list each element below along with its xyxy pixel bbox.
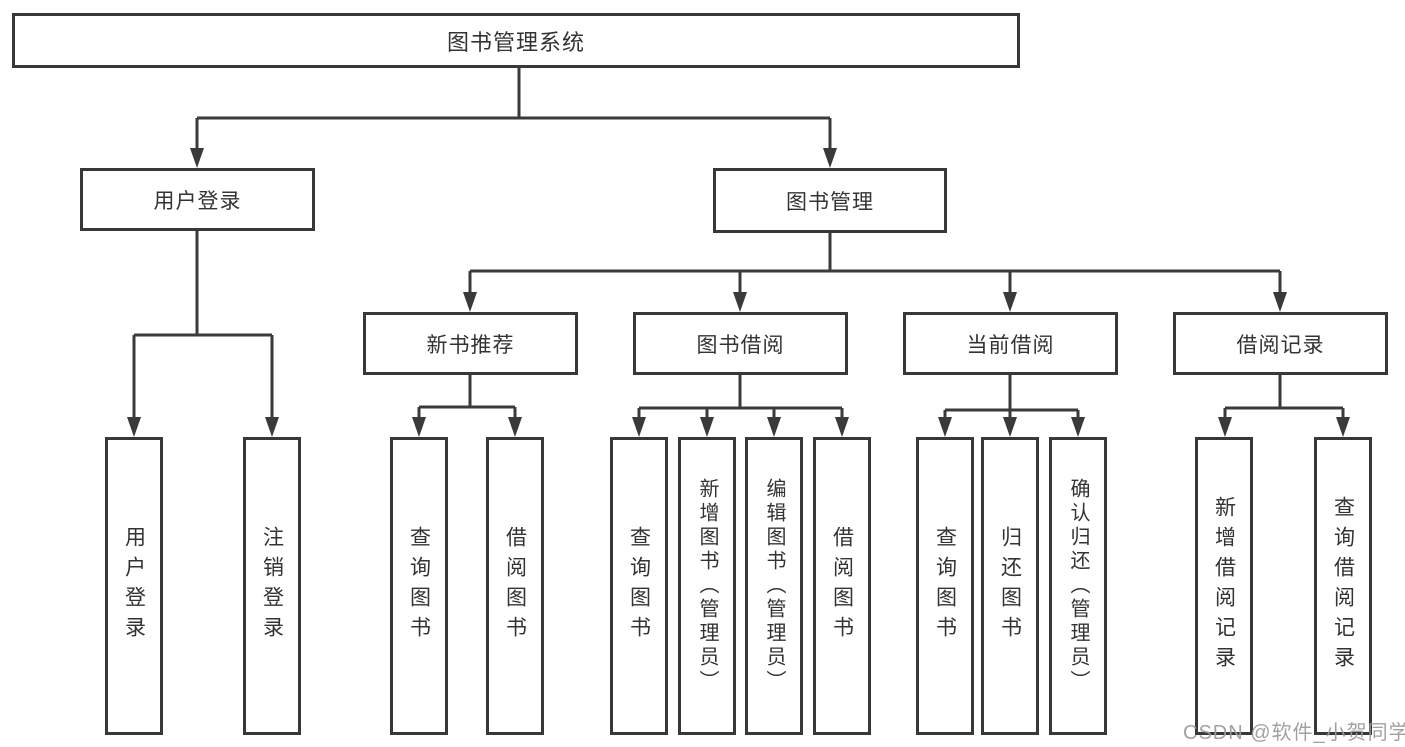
node-label: 查询图书 bbox=[407, 526, 431, 646]
leaf-br-add-record: 新增借阅记录 bbox=[1195, 437, 1253, 735]
node-label: 图书管理 bbox=[786, 190, 874, 214]
node-root: 图书管理系统 bbox=[12, 13, 1020, 68]
node-label: 查询图书 bbox=[933, 526, 957, 646]
leaf-cb-return-books: 归还图书 bbox=[981, 437, 1039, 735]
node-label: 图书管理系统 bbox=[446, 29, 585, 55]
node-label: 归还图书 bbox=[998, 526, 1022, 646]
connector-new-book-recommend-to-leaves bbox=[417, 375, 517, 423]
node-label: 借阅图书 bbox=[503, 526, 527, 646]
arrow-to-nbr-query bbox=[412, 417, 426, 437]
arrow-to-bb-query bbox=[632, 417, 646, 437]
arrow-to-leaf-user-login bbox=[127, 417, 141, 437]
arrow-to-br-add bbox=[1218, 417, 1232, 437]
node-label: 新增借阅记录 bbox=[1212, 496, 1236, 676]
node-label: 借阅记录 bbox=[1236, 333, 1325, 357]
node-label: 用户登录 bbox=[122, 526, 146, 646]
node-book-management: 图书管理 bbox=[713, 168, 947, 233]
arrow-to-bb-add bbox=[700, 417, 714, 437]
arrow-to-current-borrow bbox=[1003, 292, 1017, 312]
node-label: 用户登录 bbox=[153, 189, 242, 213]
node-label: 编辑图书（管理员） bbox=[763, 478, 785, 694]
connector-current-borrow-to-leaves bbox=[943, 375, 1080, 423]
node-user-login: 用户登录 bbox=[80, 168, 315, 231]
node-label: 查询图书 bbox=[627, 526, 651, 646]
connector-book-management-to-level3 bbox=[468, 233, 1282, 298]
arrow-to-book-management bbox=[823, 148, 837, 168]
arrow-to-cb-return bbox=[1003, 417, 1017, 437]
node-label: 图书借阅 bbox=[696, 333, 785, 357]
arrow-to-user-login bbox=[190, 148, 204, 168]
arrow-to-book-borrow bbox=[733, 292, 747, 312]
arrow-to-new-book-recommend bbox=[463, 292, 477, 312]
leaf-bb-borrow-books: 借阅图书 bbox=[813, 437, 871, 735]
connector-user-login-to-leaves bbox=[132, 231, 274, 423]
leaf-cb-query-books: 查询图书 bbox=[916, 437, 974, 735]
csdn-watermark: CSDN @软件_小贺同学 bbox=[1183, 722, 1405, 744]
node-label: 查询借阅记录 bbox=[1331, 496, 1355, 676]
node-current-borrow: 当前借阅 bbox=[903, 312, 1118, 375]
arrow-to-cb-query bbox=[938, 417, 952, 437]
node-new-book-recommend: 新书推荐 bbox=[363, 312, 578, 375]
leaf-bb-add-books-admin: 新增图书（管理员） bbox=[678, 437, 736, 735]
node-label: 新增图书（管理员） bbox=[696, 478, 718, 694]
arrow-to-bb-borrow bbox=[835, 417, 849, 437]
leaf-bb-edit-books-admin: 编辑图书（管理员） bbox=[745, 437, 803, 735]
leaf-br-query-record: 查询借阅记录 bbox=[1314, 437, 1372, 735]
connector-book-borrow-to-leaves bbox=[637, 375, 844, 423]
node-label: 借阅图书 bbox=[830, 526, 854, 646]
node-label: 确认归还（管理员） bbox=[1067, 478, 1089, 694]
leaf-logout: 注销登录 bbox=[243, 437, 301, 735]
node-label: 新书推荐 bbox=[426, 333, 515, 357]
arrow-to-nbr-borrow bbox=[508, 417, 522, 437]
arrow-to-bb-edit bbox=[767, 417, 781, 437]
node-book-borrow: 图书借阅 bbox=[633, 312, 848, 375]
arrow-to-br-query bbox=[1336, 417, 1350, 437]
node-label: 注销登录 bbox=[260, 526, 284, 646]
leaf-bb-query-books: 查询图书 bbox=[610, 437, 668, 735]
arrow-to-leaf-logout bbox=[265, 417, 279, 437]
arrow-to-cb-confirm bbox=[1071, 417, 1085, 437]
leaf-cb-confirm-return-admin: 确认归还（管理员） bbox=[1049, 437, 1107, 735]
leaf-nbr-query-books: 查询图书 bbox=[390, 437, 448, 735]
connector-root-to-level2 bbox=[195, 68, 832, 154]
node-borrow-records: 借阅记录 bbox=[1173, 312, 1388, 375]
connector-borrow-records-to-leaves bbox=[1223, 375, 1345, 423]
leaf-user-login: 用户登录 bbox=[105, 437, 163, 735]
node-label: 当前借阅 bbox=[966, 333, 1055, 357]
leaf-nbr-borrow-books: 借阅图书 bbox=[486, 437, 544, 735]
arrow-to-borrow-records bbox=[1273, 292, 1287, 312]
